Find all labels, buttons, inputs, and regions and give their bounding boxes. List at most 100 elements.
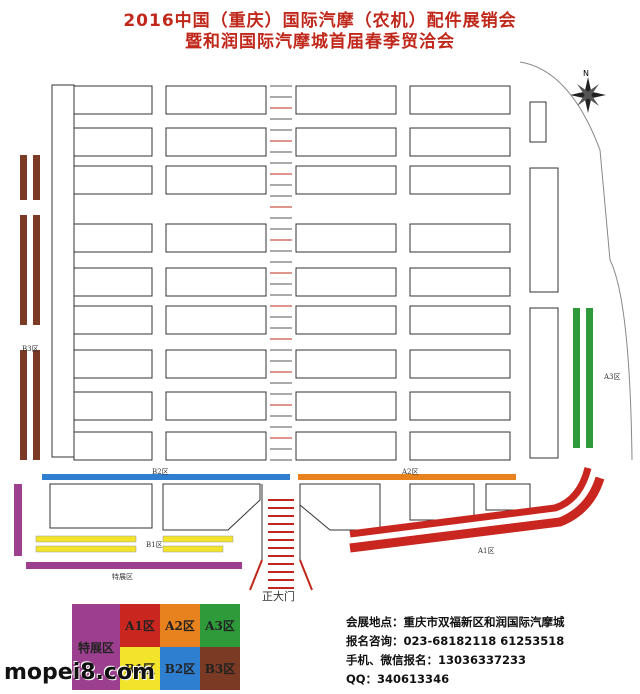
legend-a3: A3区 bbox=[200, 604, 240, 647]
zone-a3-strip-1 bbox=[573, 308, 580, 448]
booth-block-33 bbox=[165, 431, 267, 461]
booth-block-17 bbox=[165, 267, 267, 297]
zone-b3-strip-1 bbox=[20, 155, 27, 200]
site-boundary bbox=[519, 61, 633, 461]
booth-block-21 bbox=[165, 305, 267, 335]
right-tall-building-2 bbox=[529, 307, 559, 459]
booth-block-15 bbox=[409, 223, 511, 253]
booth-block-34 bbox=[295, 431, 397, 461]
compass-icon bbox=[570, 77, 606, 113]
mobile-wechat: 手机、微信报名：13036337233 bbox=[346, 653, 527, 667]
booth-block-27 bbox=[409, 349, 511, 379]
central-aisle bbox=[268, 85, 294, 589]
booth-block-14 bbox=[295, 223, 397, 253]
legend-special: 特展区 bbox=[72, 604, 120, 690]
booth-block-24 bbox=[73, 349, 153, 379]
map-subtitle: 暨和润国际汽摩城首届春季贸洽会 bbox=[185, 32, 455, 52]
booth-block-32 bbox=[73, 431, 153, 461]
booth-block-35 bbox=[409, 431, 511, 461]
zone-special-strip bbox=[26, 562, 242, 569]
zone-b3-strip-2 bbox=[33, 155, 40, 200]
booth-block-29 bbox=[165, 391, 267, 421]
booth-block-5 bbox=[165, 127, 267, 157]
booth-block-16 bbox=[73, 267, 153, 297]
label-main-gate: 正大门 bbox=[262, 590, 295, 603]
booth-block-23 bbox=[409, 305, 511, 335]
booth-block-28 bbox=[73, 391, 153, 421]
venue-address: 会展地点：重庆市双福新区和润国际汽摩城 bbox=[346, 615, 565, 629]
booth-block-1 bbox=[165, 85, 267, 115]
legend-b3-label: B3区 bbox=[204, 662, 236, 676]
booth-block-18 bbox=[295, 267, 397, 297]
lower-building-center-right bbox=[299, 483, 381, 531]
booth-block-3 bbox=[409, 85, 511, 115]
booth-block-22 bbox=[295, 305, 397, 335]
legend-a3-label: A3区 bbox=[205, 619, 235, 633]
booth-block-7 bbox=[409, 127, 511, 157]
main-gate-funnel bbox=[249, 559, 313, 591]
registration-phone: 报名咨询：023-68182118 61253518 bbox=[346, 634, 565, 648]
zone-special-vertical bbox=[14, 484, 22, 556]
zone-a2-strip bbox=[298, 474, 516, 480]
gate-road bbox=[261, 484, 301, 560]
booth-block-8 bbox=[73, 165, 153, 195]
map-title: 2016中国（重庆）国际汽摩（农机）配件展销会 bbox=[123, 11, 517, 31]
label-zone-a2: A2区 bbox=[402, 468, 419, 476]
right-tall-building-1 bbox=[529, 167, 559, 293]
zone-b1-strip-4 bbox=[162, 545, 224, 553]
left-column-block bbox=[51, 84, 75, 458]
zone-a3-strip-2 bbox=[586, 308, 593, 448]
legend-b2: B2区 bbox=[160, 647, 200, 690]
right-small-building bbox=[529, 101, 547, 143]
booth-block-10 bbox=[295, 165, 397, 195]
legend-b1-label: B1区 bbox=[124, 662, 156, 676]
booth-block-13 bbox=[165, 223, 267, 253]
booth-block-19 bbox=[409, 267, 511, 297]
zone-legend: 特展区 A1区 A2区 A3区 B1区 B2区 B3区 bbox=[72, 604, 240, 690]
booth-block-20 bbox=[73, 305, 153, 335]
zone-a1-strip-inner bbox=[349, 467, 592, 538]
qq-number: QQ：340613346 bbox=[346, 672, 450, 686]
booth-block-4 bbox=[73, 127, 153, 157]
zone-b1-strip-2 bbox=[35, 545, 137, 553]
legend-a2: A2区 bbox=[160, 604, 200, 647]
legend-a2-label: A2区 bbox=[165, 619, 195, 633]
label-zone-b2: B2区 bbox=[152, 468, 169, 476]
legend-a1-label: A1区 bbox=[125, 619, 155, 633]
label-zone-a3: A3区 bbox=[604, 373, 621, 381]
zone-b3-strip-5 bbox=[20, 350, 27, 460]
zone-b3-strip-6 bbox=[33, 350, 40, 460]
legend-b3: B3区 bbox=[200, 647, 240, 690]
legend-special-label: 特展区 bbox=[77, 640, 114, 655]
booth-block-26 bbox=[295, 349, 397, 379]
booth-block-11 bbox=[409, 165, 511, 195]
booth-block-31 bbox=[409, 391, 511, 421]
zone-b1-strip-1 bbox=[35, 535, 137, 543]
lower-building-center-left bbox=[162, 483, 261, 531]
zone-b3-strip-4 bbox=[33, 215, 40, 325]
booth-block-30 bbox=[295, 391, 397, 421]
watermark: mopei8.com bbox=[4, 660, 155, 685]
label-zone-b3: B3区 bbox=[22, 345, 39, 353]
booth-block-9 bbox=[165, 165, 267, 195]
zone-b3-strip-3 bbox=[20, 215, 27, 325]
booth-block-0 bbox=[73, 85, 153, 115]
zone-b1-strip-3 bbox=[162, 535, 234, 543]
booth-blocks bbox=[73, 85, 511, 461]
label-zone-special: 特展区 bbox=[112, 573, 133, 581]
label-zone-a1: A1区 bbox=[478, 547, 495, 555]
lower-building-right-1 bbox=[409, 483, 475, 521]
booth-block-6 bbox=[295, 127, 397, 157]
legend-b1: B1区 bbox=[120, 647, 160, 690]
label-zone-b1: B1区 bbox=[146, 541, 163, 549]
legend-b2-label: B2区 bbox=[164, 662, 196, 676]
booth-block-12 bbox=[73, 223, 153, 253]
lower-building-right-2 bbox=[485, 483, 531, 511]
lower-building-left bbox=[49, 483, 153, 529]
zone-a1-strip-outer bbox=[349, 476, 605, 553]
compass-north-label: N bbox=[583, 69, 589, 78]
zone-b2-strip bbox=[42, 474, 290, 480]
booth-block-25 bbox=[165, 349, 267, 379]
booth-block-2 bbox=[295, 85, 397, 115]
